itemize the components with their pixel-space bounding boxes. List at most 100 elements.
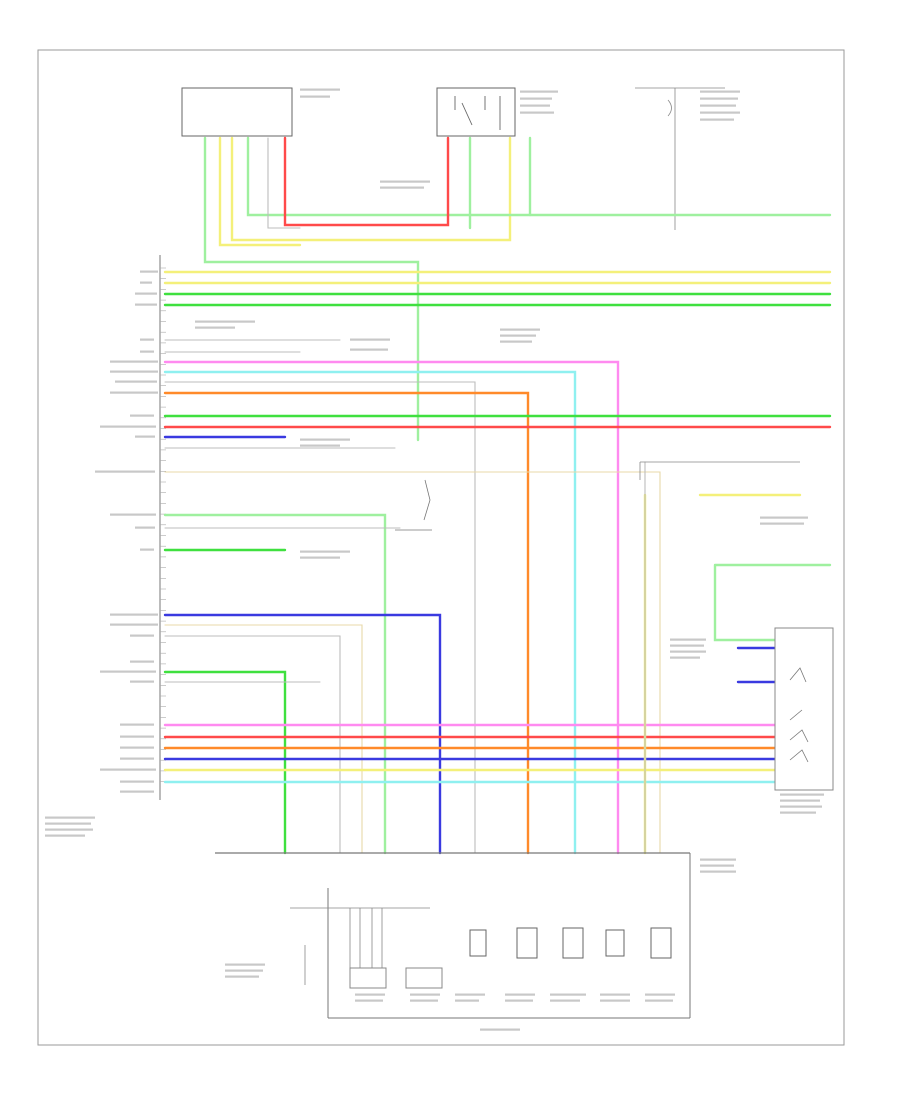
label-mark bbox=[780, 799, 820, 802]
label-mark bbox=[140, 270, 158, 273]
solenoid-group bbox=[290, 907, 672, 989]
label-mark bbox=[300, 550, 350, 553]
wire-tan-22 bbox=[164, 471, 661, 854]
label-mark bbox=[100, 670, 156, 673]
label-mark bbox=[700, 870, 736, 873]
solenoid-2 bbox=[516, 927, 538, 959]
label-mark bbox=[500, 334, 536, 337]
label-mark bbox=[135, 526, 155, 529]
sensor-symbol-right bbox=[639, 461, 800, 480]
label-mark bbox=[195, 326, 235, 329]
controller-pin-stubs bbox=[160, 267, 166, 782]
label-mark bbox=[355, 999, 383, 1002]
label-mark bbox=[120, 746, 154, 749]
label-mark bbox=[140, 281, 152, 284]
label-mark bbox=[760, 516, 808, 519]
wire-yellow-1 bbox=[218, 136, 302, 247]
wire-lightgreen-0 bbox=[203, 136, 420, 442]
label-mark bbox=[120, 723, 154, 726]
label-mark bbox=[700, 111, 740, 114]
wire-gray-28 bbox=[164, 635, 341, 854]
label-mark bbox=[700, 858, 736, 861]
label-mark bbox=[110, 391, 158, 394]
label-mark bbox=[135, 292, 157, 295]
label-mark bbox=[520, 111, 554, 114]
label-mark bbox=[110, 623, 158, 626]
sensor-box-2 bbox=[405, 967, 443, 989]
wire-lightgreen-37 bbox=[713, 563, 832, 642]
label-mark bbox=[130, 414, 154, 417]
label-mark bbox=[300, 444, 340, 447]
label-mark bbox=[700, 118, 734, 121]
label-mark bbox=[45, 828, 93, 831]
label-mark bbox=[550, 999, 580, 1002]
label-mark bbox=[760, 522, 804, 525]
label-mark bbox=[670, 656, 700, 659]
sensor-bracket-left bbox=[290, 907, 430, 968]
label-mark bbox=[480, 1028, 520, 1031]
label-mark bbox=[120, 735, 154, 738]
wire-lightgreen-3 bbox=[246, 136, 832, 217]
label-mark bbox=[780, 811, 816, 814]
label-mark bbox=[500, 340, 532, 343]
label-mark bbox=[700, 97, 738, 100]
label-mark bbox=[600, 999, 630, 1002]
label-mark bbox=[670, 638, 706, 641]
label-mark bbox=[140, 338, 154, 341]
label-mark bbox=[45, 816, 95, 819]
label-mark bbox=[300, 556, 340, 559]
label-mark bbox=[100, 768, 156, 771]
label-mark bbox=[350, 338, 390, 341]
label-mark bbox=[110, 370, 158, 373]
label-mark bbox=[195, 320, 255, 323]
relay-switch-symbol bbox=[454, 96, 501, 130]
label-mark bbox=[300, 95, 330, 98]
label-marks bbox=[45, 88, 824, 1031]
solenoid-5 bbox=[650, 927, 672, 959]
label-mark bbox=[380, 186, 424, 189]
top-connector-box bbox=[181, 87, 293, 137]
label-mark bbox=[505, 999, 533, 1002]
label-mark bbox=[130, 660, 154, 663]
sensor-box-1 bbox=[349, 967, 387, 989]
label-mark bbox=[120, 780, 154, 783]
label-mark bbox=[700, 864, 734, 867]
label-mark bbox=[500, 328, 540, 331]
label-mark bbox=[45, 834, 85, 837]
label-mark bbox=[110, 613, 158, 616]
wire-pink-14 bbox=[163, 360, 620, 855]
solenoid-4 bbox=[605, 929, 625, 957]
label-mark bbox=[130, 634, 154, 637]
wire-blue-26 bbox=[163, 613, 442, 855]
label-mark bbox=[300, 438, 350, 441]
label-mark bbox=[645, 993, 675, 996]
wire-cyan-15 bbox=[163, 370, 577, 855]
label-mark bbox=[300, 88, 340, 91]
label-mark bbox=[135, 435, 155, 438]
label-mark bbox=[225, 963, 265, 966]
solenoid-1 bbox=[469, 929, 487, 957]
label-mark bbox=[455, 993, 485, 996]
label-mark bbox=[350, 348, 388, 351]
label-mark bbox=[700, 90, 740, 93]
label-mark bbox=[505, 993, 535, 996]
wire-gray-5 bbox=[267, 137, 301, 229]
label-mark bbox=[100, 425, 156, 428]
label-mark bbox=[115, 380, 157, 383]
label-mark bbox=[110, 360, 158, 363]
switch-symbol-middle bbox=[395, 479, 432, 531]
label-mark bbox=[120, 757, 154, 760]
wire-lightgreen-23 bbox=[163, 513, 387, 855]
label-mark bbox=[520, 97, 552, 100]
label-mark bbox=[645, 999, 673, 1002]
wire-orange-17 bbox=[163, 391, 530, 855]
label-mark bbox=[225, 975, 259, 978]
label-mark bbox=[780, 793, 824, 796]
range-switch-box bbox=[774, 627, 834, 791]
top-relay-box bbox=[436, 87, 516, 137]
label-mark bbox=[45, 822, 91, 825]
label-mark bbox=[410, 993, 440, 996]
label-mark bbox=[135, 303, 157, 306]
label-mark bbox=[130, 680, 154, 683]
